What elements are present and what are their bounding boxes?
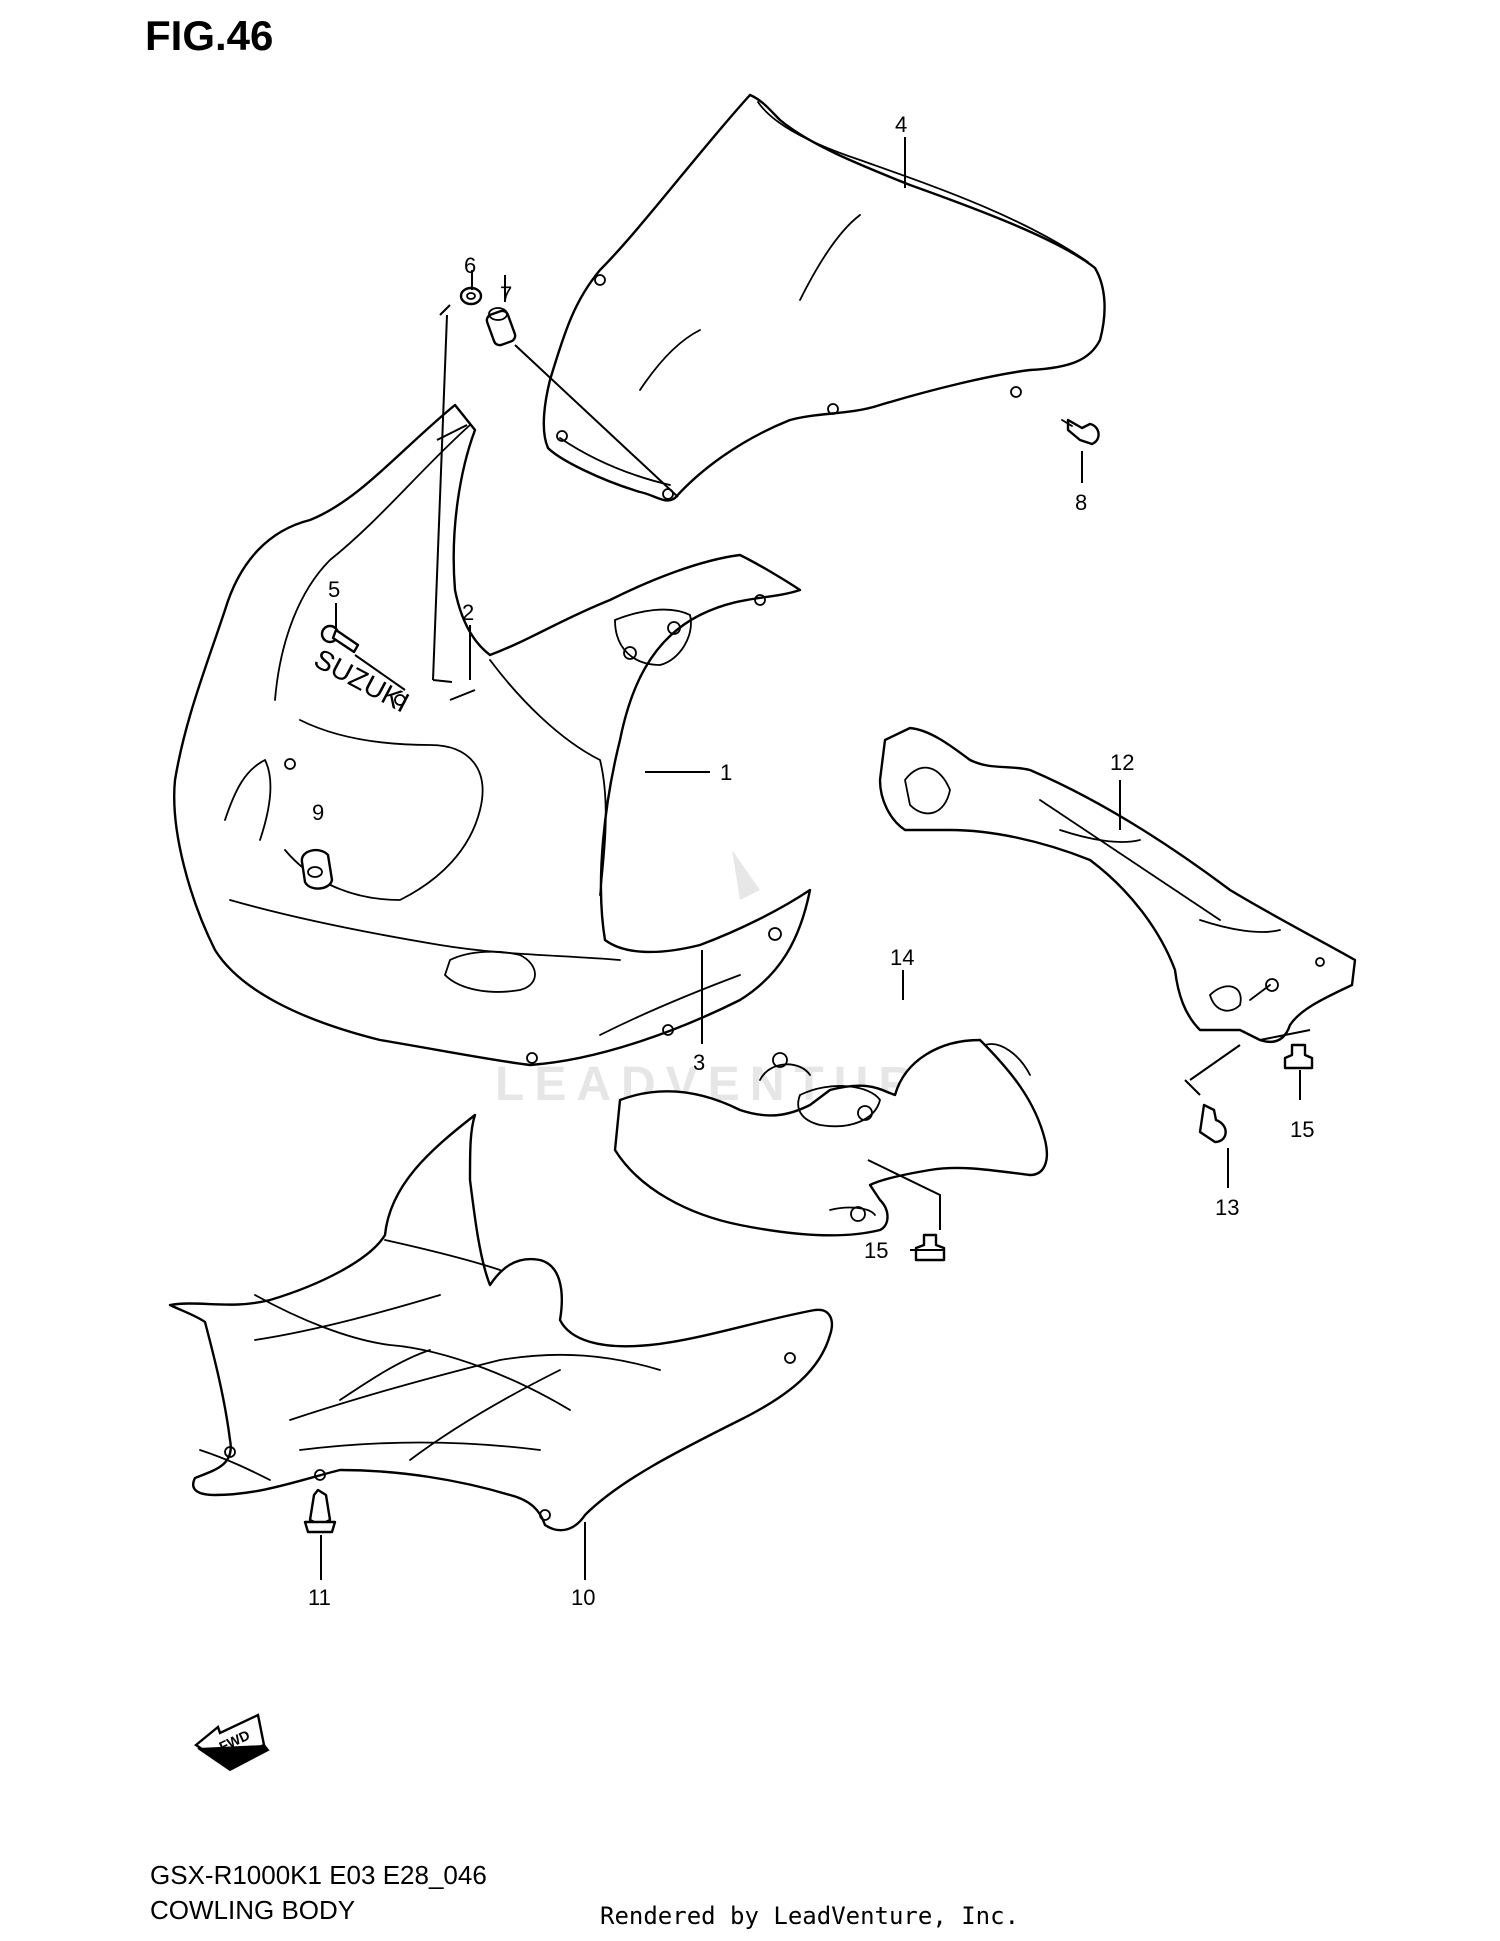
upper-cowling-part: SUZUKI: [173, 403, 812, 1067]
callout-1: 1: [720, 760, 732, 785]
callout-7: 7: [500, 282, 512, 307]
leader-lines: [320, 137, 1311, 1580]
callout-3: 3: [693, 1050, 705, 1075]
nut-part-6: [459, 286, 483, 306]
bolt-part-15a: [1283, 1043, 1314, 1070]
callout-15b: 15: [864, 1238, 888, 1263]
section-name: COWLING BODY: [150, 1895, 356, 1925]
callout-11: 11: [308, 1585, 331, 1610]
rivet-part-11: [303, 1488, 337, 1534]
callout-4: 4: [895, 112, 907, 137]
under-cowling-part: [168, 1113, 834, 1532]
collar-part-7: [485, 307, 517, 347]
forward-arrow-icon: FWD: [193, 1713, 270, 1772]
callout-15a: 15: [1290, 1117, 1314, 1142]
screw-part-8: [1061, 418, 1100, 446]
grommet-part-9: [300, 848, 334, 890]
rendered-by-credit: Rendered by LeadVenture, Inc.: [600, 1902, 1020, 1930]
bolt-part-13: [1198, 1103, 1227, 1144]
model-code: GSX-R1000K1 E03 E28_046: [150, 1860, 487, 1890]
inner-panel-part: [878, 726, 1357, 1044]
callout-labels: 4 6 7 8 5 2 1 9 12 3 14 15 13 15 11 10: [308, 112, 1314, 1610]
screw-part-5: [320, 624, 360, 654]
windscreen-part: [542, 93, 1106, 502]
callout-13: 13: [1215, 1195, 1239, 1220]
callout-6: 6: [464, 253, 476, 278]
bolt-part-15b: [914, 1233, 946, 1262]
callout-5: 5: [328, 577, 340, 602]
callout-9: 9: [312, 800, 324, 825]
callout-2: 2: [462, 600, 474, 625]
callout-14: 14: [890, 945, 914, 970]
callout-10: 10: [571, 1585, 595, 1610]
figure-title: FIG.46: [145, 12, 274, 59]
callout-12: 12: [1110, 750, 1134, 775]
callout-8: 8: [1075, 490, 1087, 515]
deflector-part: [613, 1038, 1049, 1237]
